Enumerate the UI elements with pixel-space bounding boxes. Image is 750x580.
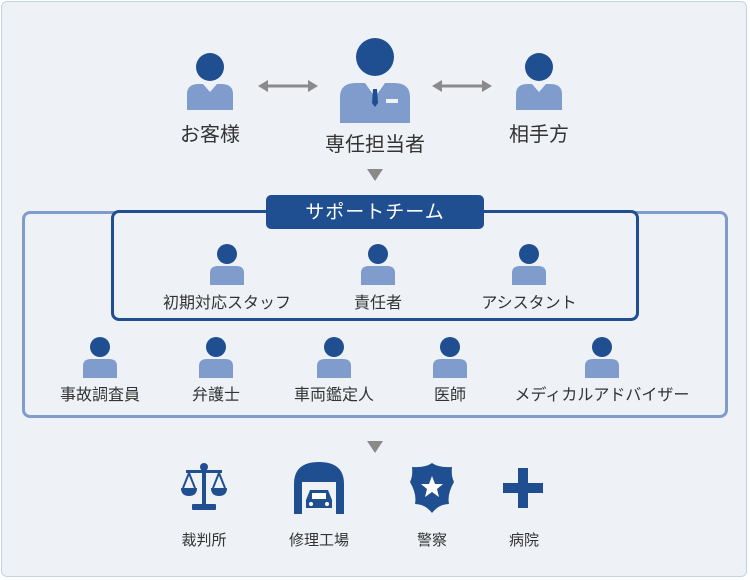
garage-car-icon: [292, 460, 346, 518]
police-label: 警察: [416, 531, 447, 549]
other-party-label: 相手方: [509, 122, 569, 146]
scales-icon: [180, 462, 228, 516]
core-member-icon: [511, 243, 547, 285]
double-arrow-left: [258, 78, 318, 98]
core-member-icon: [360, 243, 396, 285]
extended-member-icon: [432, 336, 468, 378]
extended-member-icon: [316, 336, 352, 378]
medical-cross-icon: [503, 468, 543, 512]
hospital-label: 病院: [508, 531, 539, 549]
extended-member-label: 事故調査員: [59, 385, 140, 404]
extended-member-label: 弁護士: [191, 385, 240, 404]
extended-member-label: 車両鑑定人: [293, 385, 374, 404]
police-badge-icon: [409, 462, 455, 518]
core-member-icon: [209, 243, 245, 285]
court-label: 裁判所: [181, 531, 227, 549]
customer-person-icon: [185, 52, 235, 110]
down-arrow-bottom: [367, 438, 383, 457]
agent-label: 専任担当者: [325, 132, 425, 156]
extended-member-icon: [584, 336, 620, 378]
core-member-label: アシスタント: [481, 293, 577, 312]
customer-label: お客様: [180, 122, 240, 146]
extended-member-label: メディカルアドバイザー: [514, 385, 690, 404]
extended-member-icon: [82, 336, 118, 378]
down-arrow-top: [367, 166, 383, 185]
other-party-person-icon: [514, 52, 564, 110]
agent-person-icon: [338, 37, 412, 123]
double-arrow-right: [432, 78, 492, 98]
extended-member-icon: [198, 336, 234, 378]
extended-member-label: 医師: [433, 385, 466, 404]
support-team-title: サポートチーム: [266, 195, 484, 229]
core-member-label: 責任者: [353, 293, 402, 312]
core-member-label: 初期対応スタッフ: [162, 293, 291, 312]
garage-label: 修理工場: [288, 531, 349, 549]
